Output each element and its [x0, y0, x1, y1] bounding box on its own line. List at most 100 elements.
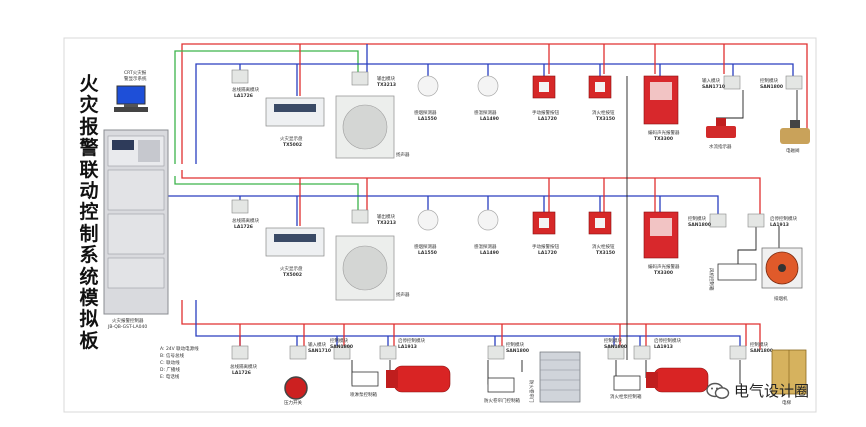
device-label: LA1550 [418, 116, 437, 122]
title-char: 火 [79, 73, 99, 95]
row2-devices: 总线隔离模块 LA1726 火灾显示盘 TX5002 输出模块 TX3213 扬… [231, 199, 803, 302]
blue-bus-mid [168, 195, 719, 214]
device-label: 电梯 [782, 399, 791, 406]
device-label: 扬声器 [396, 151, 410, 158]
title-char: 控 [79, 201, 99, 224]
device-label: 总线隔离模块 [232, 86, 259, 93]
title-char: 制 [79, 222, 99, 245]
device-label: 总线隔离模块 [230, 363, 257, 370]
green-bus-top [174, 50, 359, 164]
device-label: LA1726 [234, 224, 253, 230]
cabinet-label-1: 火灾报警控制器 [112, 317, 144, 324]
device-label: 压力开关 [284, 399, 302, 406]
row1-devices: 总线隔离模块 LA1726 火灾显示盘 TX5002 输出模块 TX3213 扬… [231, 69, 810, 159]
device-label: TX3213 [377, 220, 396, 226]
row3-devices: 总线隔离模块 LA1726 输入模块 SAN1710 控制模块 SAN1800 … [230, 337, 807, 406]
cabinet-label-2: JB-QB-GST-LA040 [107, 324, 147, 330]
legend-d: D: 广播线 [160, 366, 180, 373]
watermark: 电气设计圈 [706, 380, 809, 401]
device-label: 电磁阀 [786, 147, 800, 154]
device-label: 扬声器 [396, 291, 410, 298]
device-label: 感烟探测器 [414, 243, 437, 250]
legend: A: 24V 联动电源线 B: 信号总线 C: 联动线 D: 广播线 E: 电话… [160, 345, 199, 380]
title-char: 系 [79, 244, 99, 267]
device-label: 防火卷帘门 [528, 380, 535, 403]
device-label: 启停控制模块 [654, 337, 681, 344]
device-label: SAN1800 [760, 84, 783, 90]
device-label: LA1720 [538, 116, 557, 122]
device-label: 输入模块 [308, 341, 326, 348]
device-label: LA1490 [480, 250, 499, 256]
device-label: LA1720 [538, 250, 557, 256]
legend-c: C: 联动线 [160, 359, 180, 366]
panel-frame [63, 37, 817, 413]
red-bus-top [181, 43, 808, 164]
device-label: SAN1800 [330, 344, 353, 350]
device-label: SAN1800 [604, 344, 627, 350]
device-label: 手动报警按钮 [532, 243, 559, 250]
blue-bus-bottom [195, 300, 741, 350]
crt-label-1: CRT火灾报 [124, 69, 147, 76]
device-label: SAN1800 [688, 222, 711, 228]
title-char: 灾 [79, 94, 99, 117]
title-char: 拟 [79, 308, 99, 331]
device-label: 启停控制模块 [770, 215, 797, 222]
device-label: TX3150 [596, 250, 615, 256]
alarm-cabinet: 火灾报警控制器 JB-QB-GST-LA040 [103, 129, 169, 330]
device-label: LA1913 [398, 344, 417, 350]
title-char: 报 [79, 115, 99, 138]
device-label: 输入模块 [702, 77, 720, 84]
device-label: 控制模块 [750, 341, 768, 348]
device-label: 手动报警按钮 [532, 109, 559, 116]
crt-monitor: CRT火灾报 警显示系统 [114, 69, 148, 112]
device-label: 控制模块 [506, 341, 524, 348]
device-label: 控制模块 [760, 77, 778, 84]
device-label: 启停控制模块 [398, 337, 425, 344]
device-label: LA1913 [770, 222, 789, 228]
device-label: TX5002 [283, 142, 302, 148]
device-label: 水流指示器 [709, 143, 732, 150]
device-label: LA1490 [480, 116, 499, 122]
device-label: SAN1800 [506, 348, 529, 354]
title-char: 模 [79, 287, 99, 310]
device-label: TX3150 [596, 116, 615, 122]
device-label: SAN1710 [308, 348, 331, 354]
device-label: 编码声光报警器 [648, 263, 680, 270]
wechat-icon [706, 382, 730, 399]
device-label: 火灾显示盘 [280, 265, 303, 272]
device-label: 控制模块 [688, 215, 706, 222]
device-label: 感温探测器 [474, 243, 497, 250]
device-label: LA1726 [232, 370, 251, 376]
red-bus-bottom [181, 300, 761, 350]
blue-bus-top [195, 63, 794, 164]
title-char: 联 [79, 158, 99, 181]
device-label: 总线隔离模块 [232, 217, 259, 224]
device-label: 风机控制箱 [708, 268, 715, 291]
device-label: LA1726 [234, 93, 253, 99]
device-label: 消火栓泵控制箱 [610, 393, 642, 400]
device-label: 控制模块 [604, 337, 622, 344]
device-label: SAN1710 [702, 84, 725, 90]
device-label: 防火卷帘门控制箱 [484, 397, 520, 404]
watermark-text: 电气设计圈 [734, 382, 810, 400]
device-label: TX5002 [283, 272, 302, 278]
device-label: 喷淋泵控制箱 [350, 391, 377, 398]
device-label: 消火栓按钮 [592, 243, 615, 250]
device-label: 火灾显示盘 [280, 135, 303, 142]
title-char: 警 [79, 137, 99, 160]
device-label: SAN1800 [750, 348, 773, 354]
device-label: LA1913 [654, 344, 673, 350]
bus-lines [168, 43, 808, 385]
device-label: 感温探测器 [474, 109, 497, 116]
device-label: 排烟机 [774, 295, 788, 302]
device-label: TX3300 [654, 136, 673, 142]
title-char: 板 [79, 329, 99, 352]
device-label: 输出模块 [377, 213, 395, 220]
device-label: 消火栓按钮 [592, 109, 615, 116]
device-label: 控制模块 [330, 337, 348, 344]
red-bus-mid [181, 170, 761, 214]
device-label: TX3213 [377, 82, 396, 88]
legend-a: A: 24V 联动电源线 [160, 345, 199, 352]
device-label: LA1550 [418, 250, 437, 256]
